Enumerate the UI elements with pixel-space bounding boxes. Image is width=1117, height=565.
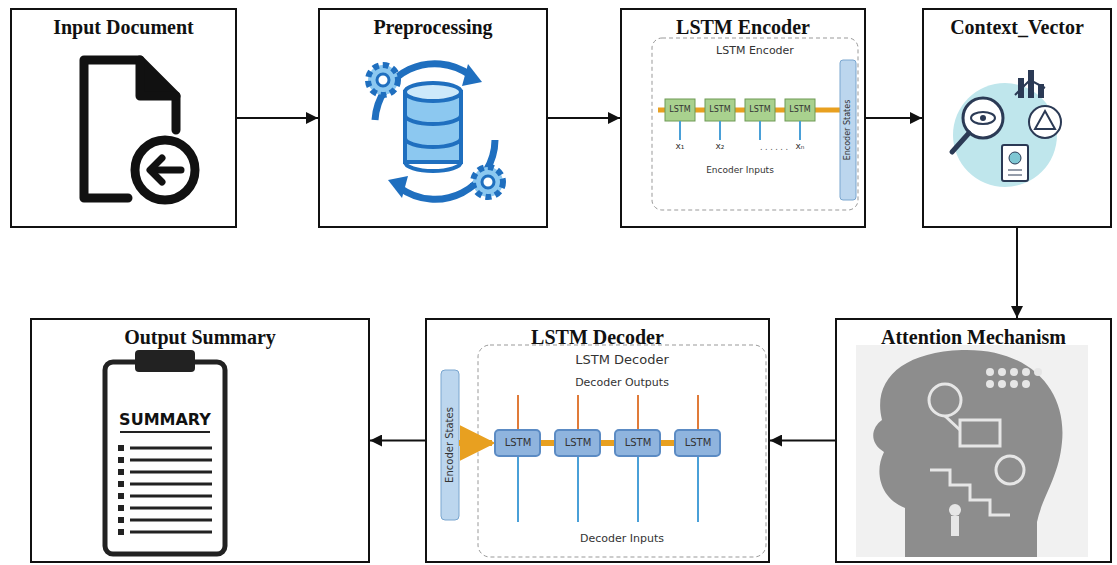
sketch-label: Encoder Inputs — [706, 166, 774, 175]
decoder-sketch — [441, 345, 766, 557]
encoder-sketch: . . . . . . — [652, 38, 858, 210]
sketch-label: LSTM Decoder — [575, 353, 669, 366]
sketch-label: LSTM — [709, 106, 730, 114]
preprocessing-icon — [368, 64, 503, 200]
sketch-label: LSTM — [789, 106, 810, 114]
box-title: Input Document — [12, 10, 235, 39]
sketch-label: x₁ — [676, 142, 685, 151]
sketch-label: LSTM — [669, 106, 690, 114]
box-title: LSTM Decoder — [427, 320, 768, 349]
sketch-label: LSTM — [749, 106, 770, 114]
flow-arrow — [770, 440, 835, 442]
box-title: LSTM Encoder — [622, 10, 864, 39]
sketch-label: LSTM — [565, 438, 592, 448]
svg-text:. . . . . .: . . . . . . — [760, 143, 788, 152]
sketch-label: Decoder Outputs — [575, 377, 669, 388]
sketch-label: xₙ — [796, 142, 805, 151]
attention-icon — [856, 345, 1088, 557]
process-box: Preprocessing — [318, 8, 548, 228]
flow-arrow — [370, 440, 425, 442]
process-box: Output Summary — [30, 318, 370, 563]
flow-arrow — [1016, 228, 1018, 318]
sketch-label: LSTM — [685, 438, 712, 448]
sketch-label: LSTM — [625, 438, 652, 448]
context-icon — [952, 70, 1061, 187]
box-title: Preprocessing — [320, 10, 546, 39]
sketch-label: LSTM — [505, 438, 532, 448]
flow-arrow — [237, 117, 318, 119]
box-title: Output Summary — [32, 320, 368, 349]
sketch-label: SUMMARY — [119, 412, 211, 428]
box-title: Context_Vector — [924, 10, 1110, 39]
sketch-label: Decoder Inputs — [580, 533, 664, 544]
vertical-label: Encoder States — [844, 100, 852, 161]
process-box: Context_Vector — [922, 8, 1112, 228]
flow-arrow — [866, 117, 922, 119]
process-box: Attention Mechanism — [835, 318, 1112, 563]
clipboard-icon — [105, 350, 225, 554]
flow-arrow — [548, 117, 620, 119]
process-box: Input Document — [10, 8, 237, 228]
sketch-label: x₂ — [716, 142, 725, 151]
vertical-label: Encoder States — [445, 407, 455, 483]
box-title: Attention Mechanism — [837, 320, 1110, 349]
document-icon — [84, 60, 195, 200]
sketch-label: LSTM Encoder — [716, 45, 794, 56]
process-box: LSTM Encoder — [620, 8, 866, 228]
